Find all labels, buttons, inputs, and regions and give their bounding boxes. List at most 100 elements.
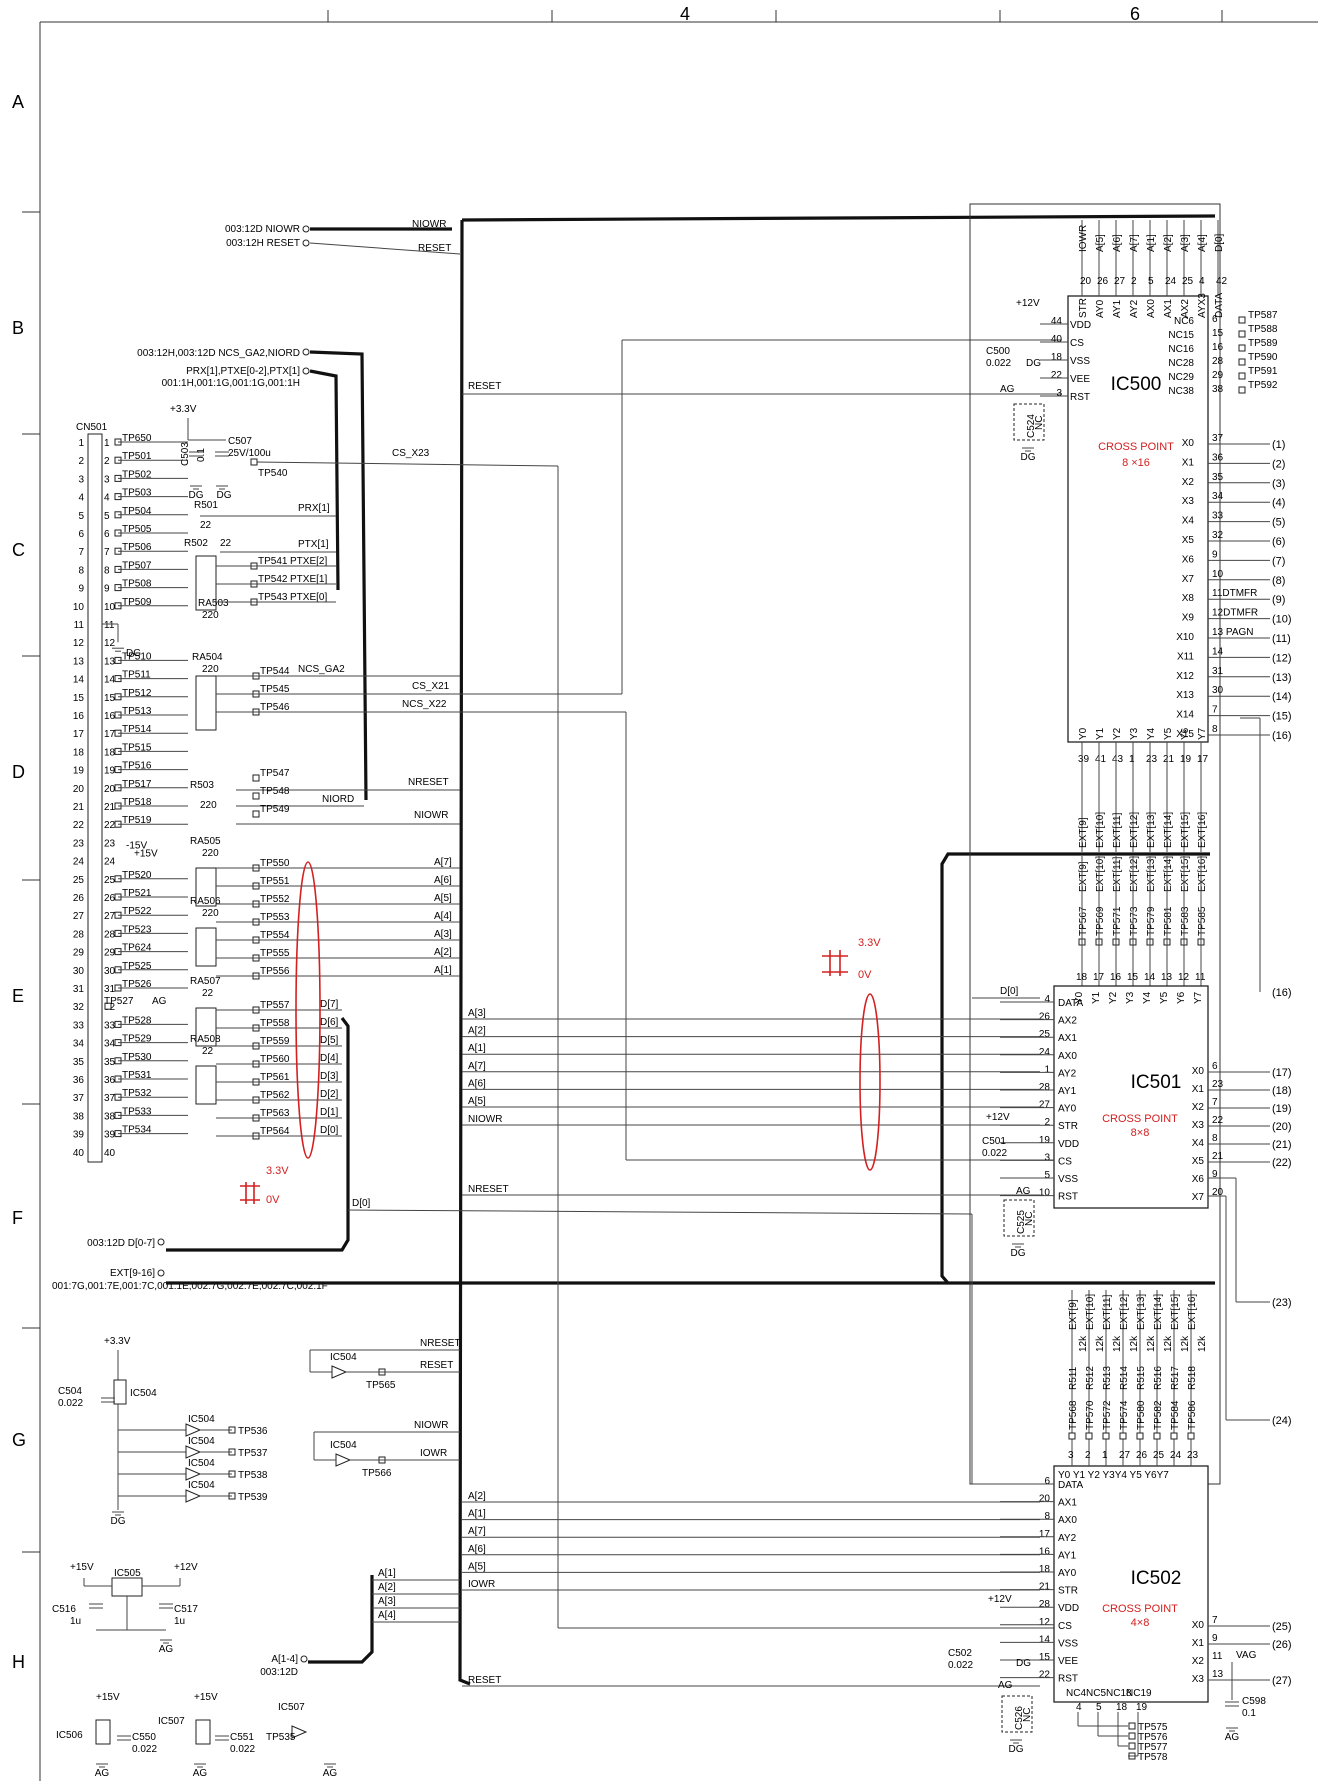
test-point xyxy=(1119,1432,1127,1440)
output-net: (3) xyxy=(1272,478,1285,490)
pin-number: 12 xyxy=(1039,1617,1051,1628)
part-label: RA505 xyxy=(190,836,221,847)
net-label: A[6] xyxy=(468,1544,486,1555)
resistor-array xyxy=(195,1007,217,1047)
pin-name: AX1 xyxy=(1163,299,1174,318)
net-label: A[1] xyxy=(468,1509,486,1520)
test-point-label: TP592 xyxy=(1248,380,1278,391)
ext-net: EXT[12] xyxy=(1119,1294,1130,1330)
test-point-label: TP507 xyxy=(122,560,152,571)
net-label: NIOWR xyxy=(414,1420,448,1431)
resistor-label: R511 xyxy=(1068,1366,1079,1390)
ext-net: EXT[15] xyxy=(1180,812,1191,848)
pin-number: 15 xyxy=(1212,328,1224,339)
pin-net: A[2] xyxy=(1163,234,1174,252)
pin-name: X6 xyxy=(1182,554,1195,565)
connector-pin-number: 33 xyxy=(104,1020,116,1031)
offsheet-label: 003:12H,003:12D NCS_GA2,NIORD xyxy=(137,348,300,359)
connector-pin-number: 18 xyxy=(73,747,85,758)
resistor-value: 12k xyxy=(1197,1335,1208,1352)
test-point xyxy=(1238,358,1246,366)
pin-number: 21 xyxy=(1212,1151,1224,1162)
pin-number: 31 xyxy=(1212,666,1224,677)
part-label: C502 xyxy=(948,1648,972,1659)
net-label: RESET xyxy=(418,243,451,254)
connector-body xyxy=(87,433,103,1163)
pin-name: AX0 xyxy=(1146,299,1157,318)
pin-name: AX1 xyxy=(1058,1498,1077,1509)
test-point-label: TP523 xyxy=(122,924,152,935)
net-label: D[7] xyxy=(320,999,339,1010)
ic505-body xyxy=(111,1577,143,1597)
test-point-label: TP575 xyxy=(1138,1722,1168,1733)
net-label: A[2] xyxy=(468,1026,486,1037)
pin-name: X7 xyxy=(1192,1192,1205,1203)
test-point-label: TP565 xyxy=(366,1380,396,1391)
pin-name: AY1 xyxy=(1112,299,1123,318)
power-label: +12V xyxy=(1016,298,1040,309)
resistor-label: R512 xyxy=(1085,1366,1096,1390)
pin-number: 1 xyxy=(1102,1450,1108,1461)
buffer-gate xyxy=(185,1489,202,1503)
pin-number: 13 xyxy=(1212,1669,1224,1680)
part-label: IC504 xyxy=(188,1458,215,1469)
ext-net: EXT[9] xyxy=(1078,861,1089,892)
connector-pin-number: 22 xyxy=(104,820,116,831)
net-label: PTXE[0] xyxy=(290,592,327,603)
ground-label: AG xyxy=(152,996,167,1007)
connector-pin-number: 1 xyxy=(104,438,110,449)
output-net: (24) xyxy=(1272,1415,1292,1427)
pin-name: X1 xyxy=(1192,1084,1205,1095)
ground-label: AG xyxy=(1016,1186,1031,1197)
test-point xyxy=(1187,1432,1195,1440)
part-label: C525 xyxy=(1016,1210,1027,1234)
test-point-label: TP528 xyxy=(122,1015,152,1026)
net-label: D[2] xyxy=(320,1089,339,1100)
pin-number: 4 xyxy=(1044,994,1050,1005)
ic502-type: CROSS POINT xyxy=(1102,1603,1178,1615)
test-point-label: TP650 xyxy=(122,433,152,444)
test-point-label: TP564 xyxy=(260,1126,290,1137)
pin-name: Y5 xyxy=(1159,991,1170,1004)
connector-pin-number: 2 xyxy=(78,456,84,467)
test-point-label: TP552 xyxy=(260,894,290,905)
test-point xyxy=(1170,1432,1178,1440)
pin-number: 19 xyxy=(1039,1135,1051,1146)
ground-label: DG xyxy=(1009,1744,1024,1755)
test-point-label: TP563 xyxy=(260,1108,290,1119)
connector-pin-number: 4 xyxy=(104,493,110,504)
pin-name: X11 xyxy=(1177,651,1194,662)
offsheet-label: A[1-4] xyxy=(271,1654,298,1665)
test-point xyxy=(104,1002,112,1010)
net-label: A[5] xyxy=(468,1561,486,1572)
net-label: A[3] xyxy=(434,929,452,940)
test-point-label: TP512 xyxy=(122,688,152,699)
connector-pin-number: 2 xyxy=(104,456,110,467)
ext-net: EXT[9] xyxy=(1078,817,1089,848)
annotation-ellipse xyxy=(295,861,321,1159)
test-point xyxy=(252,792,260,800)
connector-pin-number: 13 xyxy=(104,656,116,667)
pin-name: X7 xyxy=(1182,574,1195,585)
pin-number: 26 xyxy=(1097,276,1109,287)
col-label: 6 xyxy=(1130,4,1140,24)
ground-label: AG xyxy=(323,1768,338,1779)
net-label: IOWR xyxy=(420,1448,447,1459)
pin-number: 18 xyxy=(1116,1702,1128,1713)
pin-name: X9 xyxy=(1182,613,1195,624)
test-point xyxy=(1128,1742,1136,1750)
test-point-label: TP513 xyxy=(122,706,152,717)
part-label: C550 xyxy=(132,1732,156,1743)
test-point-label: TP578 xyxy=(1138,1752,1168,1763)
part-value: 0.022 xyxy=(132,1744,157,1755)
pin-number: 38 xyxy=(1212,384,1224,395)
pin-name: X0 xyxy=(1192,1066,1205,1077)
net-label: NIOWR xyxy=(468,1114,502,1125)
output-net: (4) xyxy=(1272,497,1285,509)
output-net: (2) xyxy=(1272,458,1285,470)
part-value: 22 xyxy=(202,1046,214,1057)
pin-number: 9 xyxy=(1212,1169,1218,1180)
